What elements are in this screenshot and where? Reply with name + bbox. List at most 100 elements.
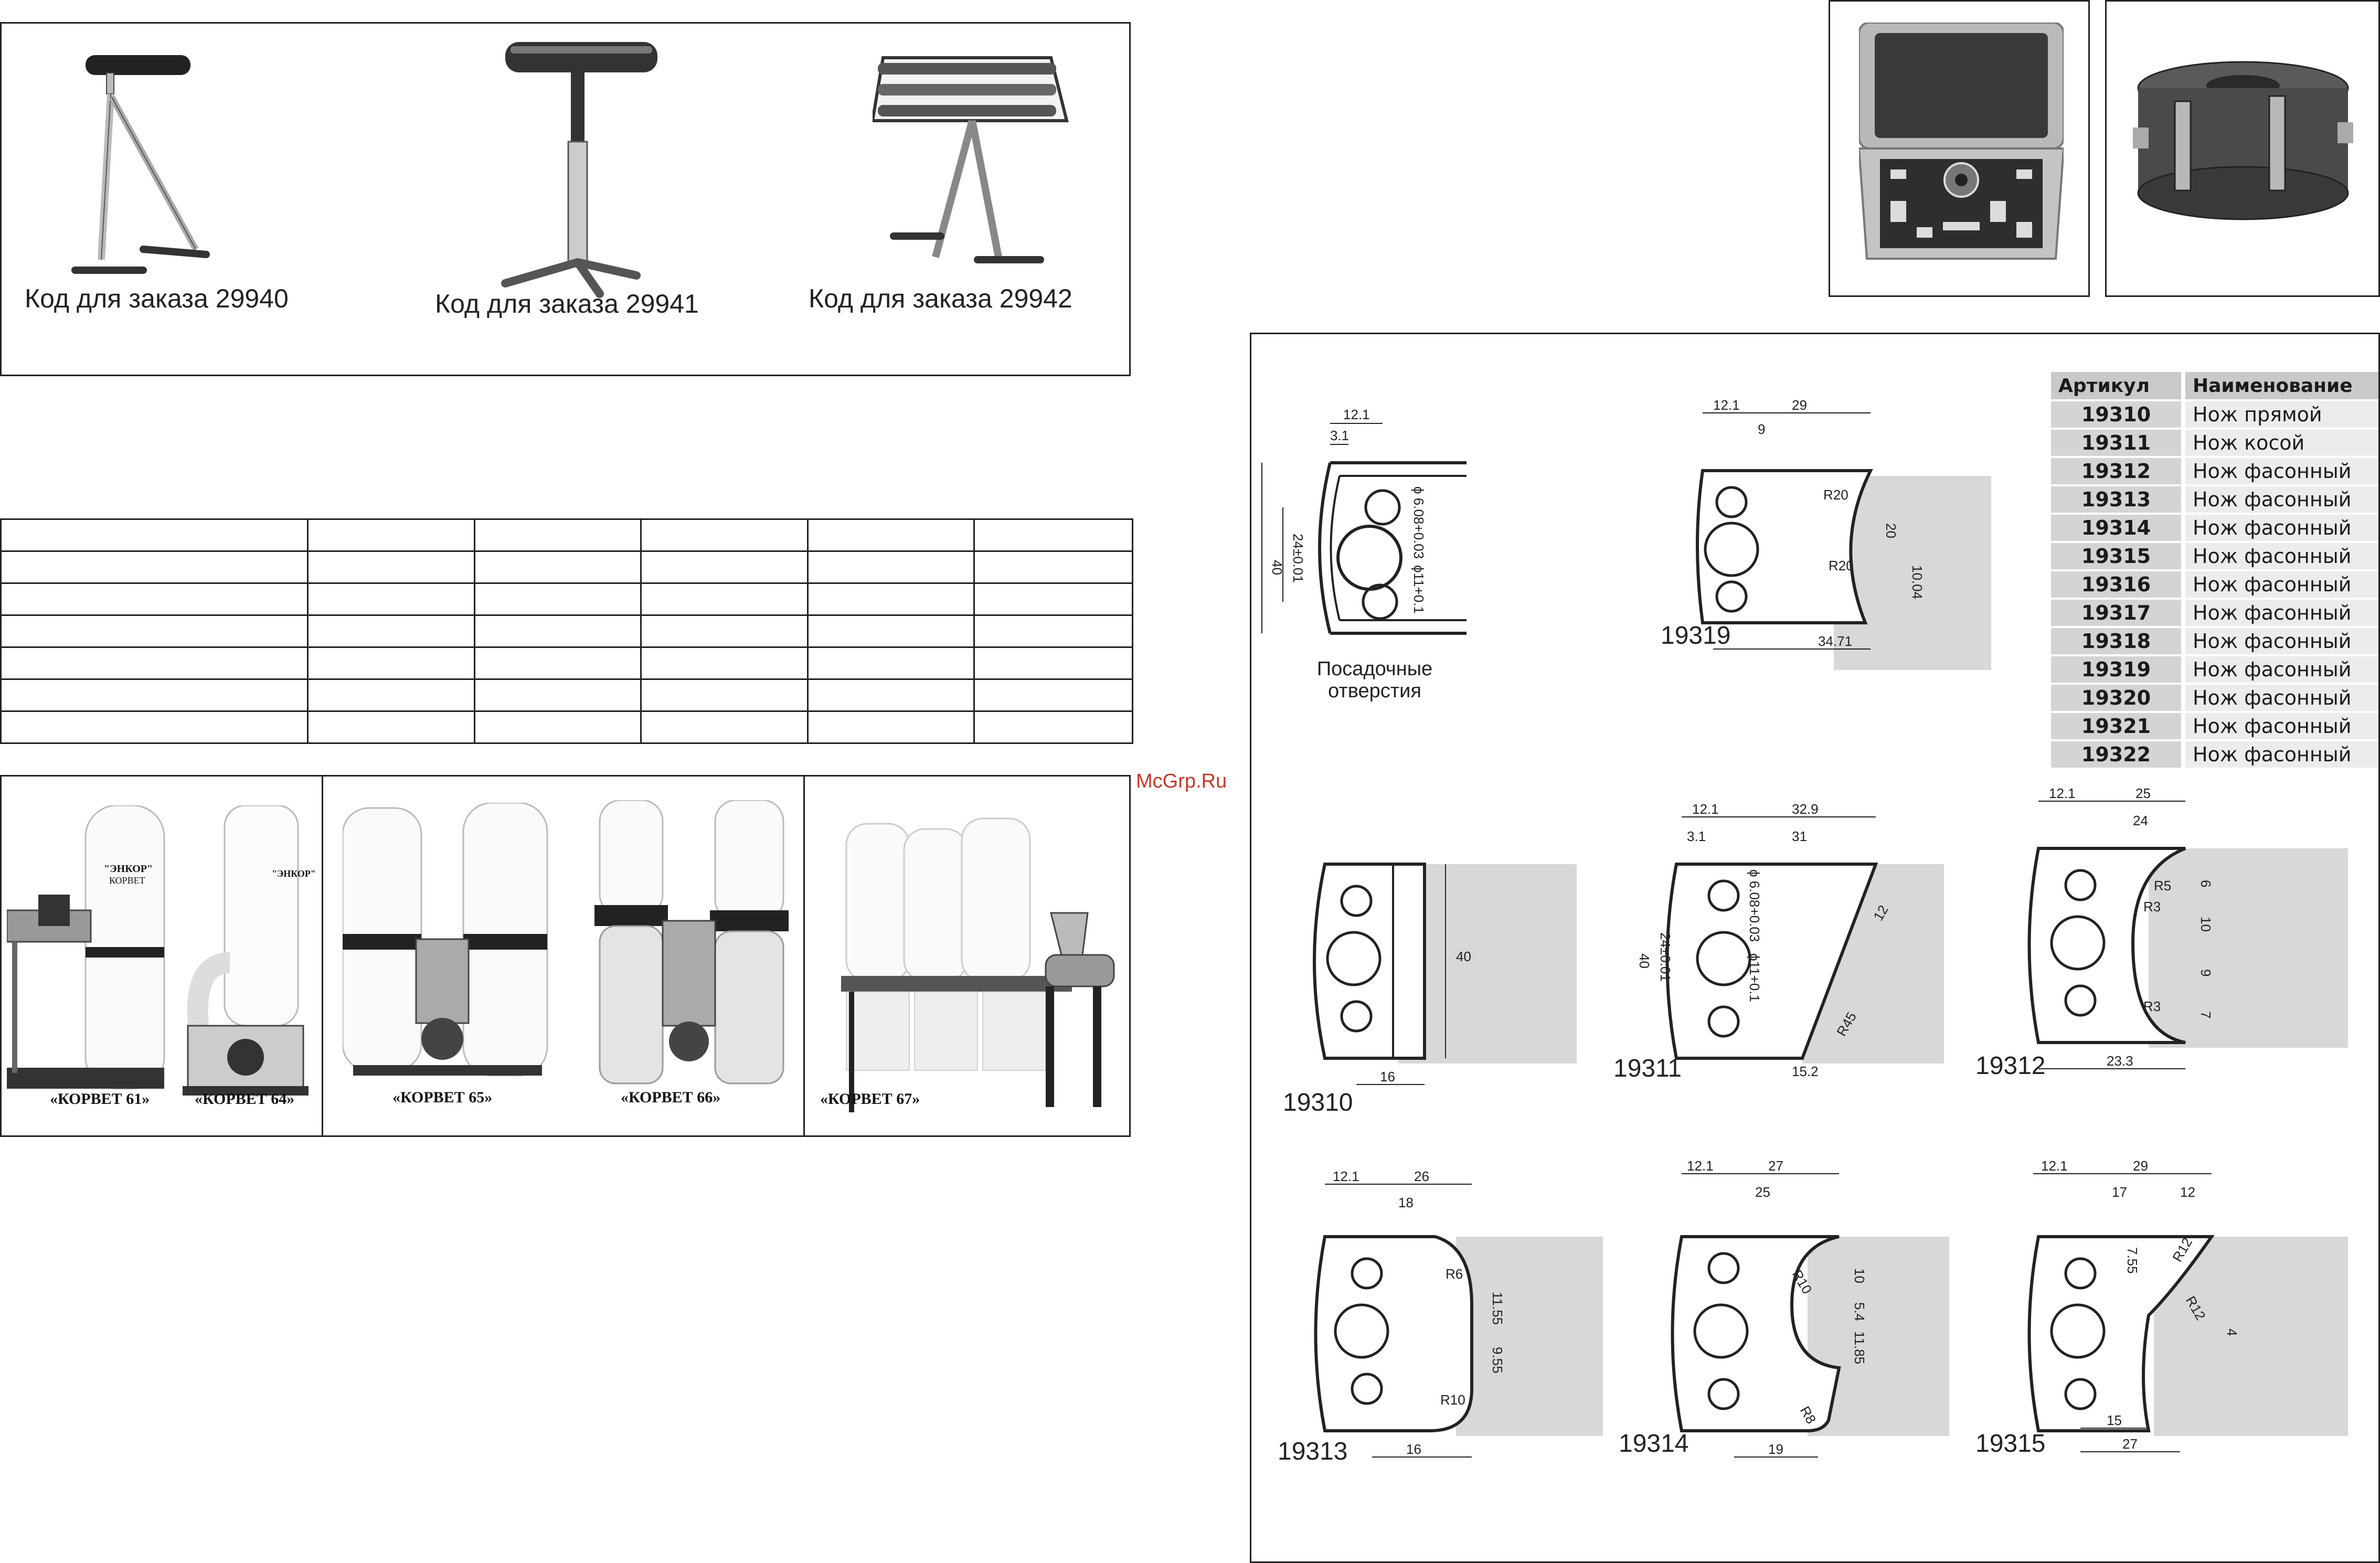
blade-drawing-19319: 12.1 29 9 R20 20 R20 10.04 34.71 19319 bbox=[1661, 397, 1991, 670]
dim-label: 29 bbox=[1792, 397, 1807, 413]
grid-cell bbox=[640, 550, 809, 584]
divider bbox=[322, 777, 323, 1135]
dim-label: 16 bbox=[1380, 1069, 1395, 1084]
spec-name-cell: Нож фасонный bbox=[2185, 628, 2378, 654]
grid-cell bbox=[640, 582, 809, 616]
dim-label: R20 bbox=[1823, 487, 1848, 503]
dim-label: 10 bbox=[1852, 1268, 1867, 1283]
grid-cell bbox=[307, 710, 475, 744]
spec-code-cell: 19318 bbox=[2051, 628, 2181, 654]
grid-cell bbox=[973, 710, 1133, 744]
stand-code-caption: Код для заказа 29942 bbox=[809, 284, 1072, 313]
dim-label: 15 bbox=[2107, 1412, 2122, 1428]
spec-name-cell: Нож фасонный bbox=[2185, 600, 2378, 626]
grid-cell bbox=[0, 678, 309, 712]
grid-cell bbox=[806, 582, 975, 616]
model-label: «КОРВЕТ 64» bbox=[195, 1090, 295, 1108]
blade-code-label: 19315 bbox=[1975, 1430, 2045, 1458]
grid-cell bbox=[806, 550, 975, 584]
dim-label: 10 bbox=[2198, 917, 2214, 932]
grid-cell bbox=[806, 614, 975, 648]
stand-code-caption: Код для заказа 29941 bbox=[435, 289, 699, 318]
dim-label: 31 bbox=[1792, 828, 1807, 844]
dim-label: 9.55 bbox=[1490, 1347, 1505, 1374]
dim-label: 15.2 bbox=[1792, 1064, 1819, 1079]
spec-code-cell: 19322 bbox=[2051, 741, 2181, 768]
grid-row bbox=[0, 678, 1133, 712]
dim-label: 11.55 bbox=[1490, 1292, 1505, 1325]
dim-label: 12.1 bbox=[1687, 1158, 1714, 1174]
mount-holes-drawing: 12.1 3.1 40 24±0.01 ϕ 6.08+0.03 ϕ11+0.1 … bbox=[1261, 407, 1467, 702]
cutter-head-image bbox=[2133, 61, 2353, 220]
dim-label: ϕ 6.08+0.03 bbox=[1411, 486, 1427, 559]
spec-code-cell: 19312 bbox=[2051, 458, 2181, 484]
model-label: «КОРВЕТ 65» bbox=[392, 1089, 493, 1106]
grid-cell bbox=[307, 582, 475, 616]
spec-code-cell: 19317 bbox=[2051, 600, 2181, 626]
dust-collector-image bbox=[841, 817, 1115, 1112]
dim-label: 26 bbox=[1414, 1168, 1429, 1184]
spec-code-cell: 19319 bbox=[2051, 656, 2181, 683]
grid-cell bbox=[806, 710, 975, 744]
grid-cell bbox=[973, 646, 1133, 680]
dim-label: 23.3 bbox=[2107, 1053, 2133, 1069]
grid-cell bbox=[473, 550, 642, 584]
dim-label: R6 bbox=[1446, 1266, 1463, 1282]
stand-code-caption: Код для заказа 29940 bbox=[25, 284, 289, 313]
dust-collector-image bbox=[594, 800, 789, 1084]
grid-row bbox=[0, 518, 1133, 552]
dim-label: ϕ11+0.1 bbox=[1411, 565, 1427, 614]
dim-label: 12.1 bbox=[2049, 785, 2076, 801]
model-label: «КОРВЕТ 66» bbox=[621, 1089, 721, 1106]
dust-collector-image bbox=[343, 803, 548, 1077]
grid-cell bbox=[473, 582, 642, 616]
spec-code-cell: 19313 bbox=[2051, 486, 2181, 513]
dim-label: 12.1 bbox=[1343, 407, 1370, 422]
grid-cell bbox=[307, 678, 475, 712]
spec-code-cell: 19310 bbox=[2051, 401, 2181, 428]
grid-cell bbox=[307, 646, 475, 680]
spec-name-cell: Нож фасонный bbox=[2185, 486, 2378, 513]
grid-cell bbox=[0, 614, 309, 648]
grid-cell bbox=[473, 710, 642, 744]
dim-label: R10 bbox=[1440, 1392, 1465, 1408]
dim-label: 7 bbox=[2198, 1011, 2214, 1018]
dim-label: R3 bbox=[2143, 998, 2161, 1014]
dim-label: 12.1 bbox=[1692, 801, 1719, 817]
spec-name-cell: Нож фасонный bbox=[2185, 571, 2378, 598]
cutter-case-photo-frame bbox=[1829, 0, 2090, 297]
grid-cell bbox=[640, 614, 809, 648]
divider bbox=[803, 777, 805, 1135]
dim-label: 5.4 bbox=[1852, 1302, 1867, 1321]
dim-label: 19 bbox=[1768, 1441, 1783, 1457]
grid-row bbox=[0, 710, 1133, 744]
blade-drawing-19315: 12.1 29 17 12 7.55 R12 R12 4 15 27 19315 bbox=[1975, 1158, 2348, 1458]
spec-name-cell: Нож фасонный bbox=[2185, 458, 2378, 484]
blade-code-label: 19313 bbox=[1278, 1438, 1347, 1465]
spec-header-name: Наименование bbox=[2185, 372, 2378, 399]
spec-code-cell: 19316 bbox=[2051, 571, 2181, 598]
grid-cell bbox=[0, 646, 309, 680]
watermark: McGrp.Ru bbox=[1136, 770, 1227, 792]
dust-collectors-panel: "ЭНКОР" КОРВЕТ "ЭНКОР" «КОРВЕТ 61» «КОРВ… bbox=[0, 775, 1131, 1137]
grid-cell bbox=[473, 518, 642, 552]
grid-cell bbox=[307, 518, 475, 552]
grid-cell bbox=[973, 518, 1133, 552]
grid-cell bbox=[973, 550, 1133, 584]
dim-label: ϕ11+0.1 bbox=[1747, 953, 1762, 1002]
grid-cell bbox=[473, 646, 642, 680]
grid-row bbox=[0, 582, 1133, 616]
spec-name-cell: Нож фасонный bbox=[2185, 656, 2378, 683]
dim-label: 12.1 bbox=[1713, 397, 1740, 413]
dim-label: 9 bbox=[2198, 969, 2214, 976]
cutter-head-photo-frame bbox=[2105, 0, 2380, 297]
